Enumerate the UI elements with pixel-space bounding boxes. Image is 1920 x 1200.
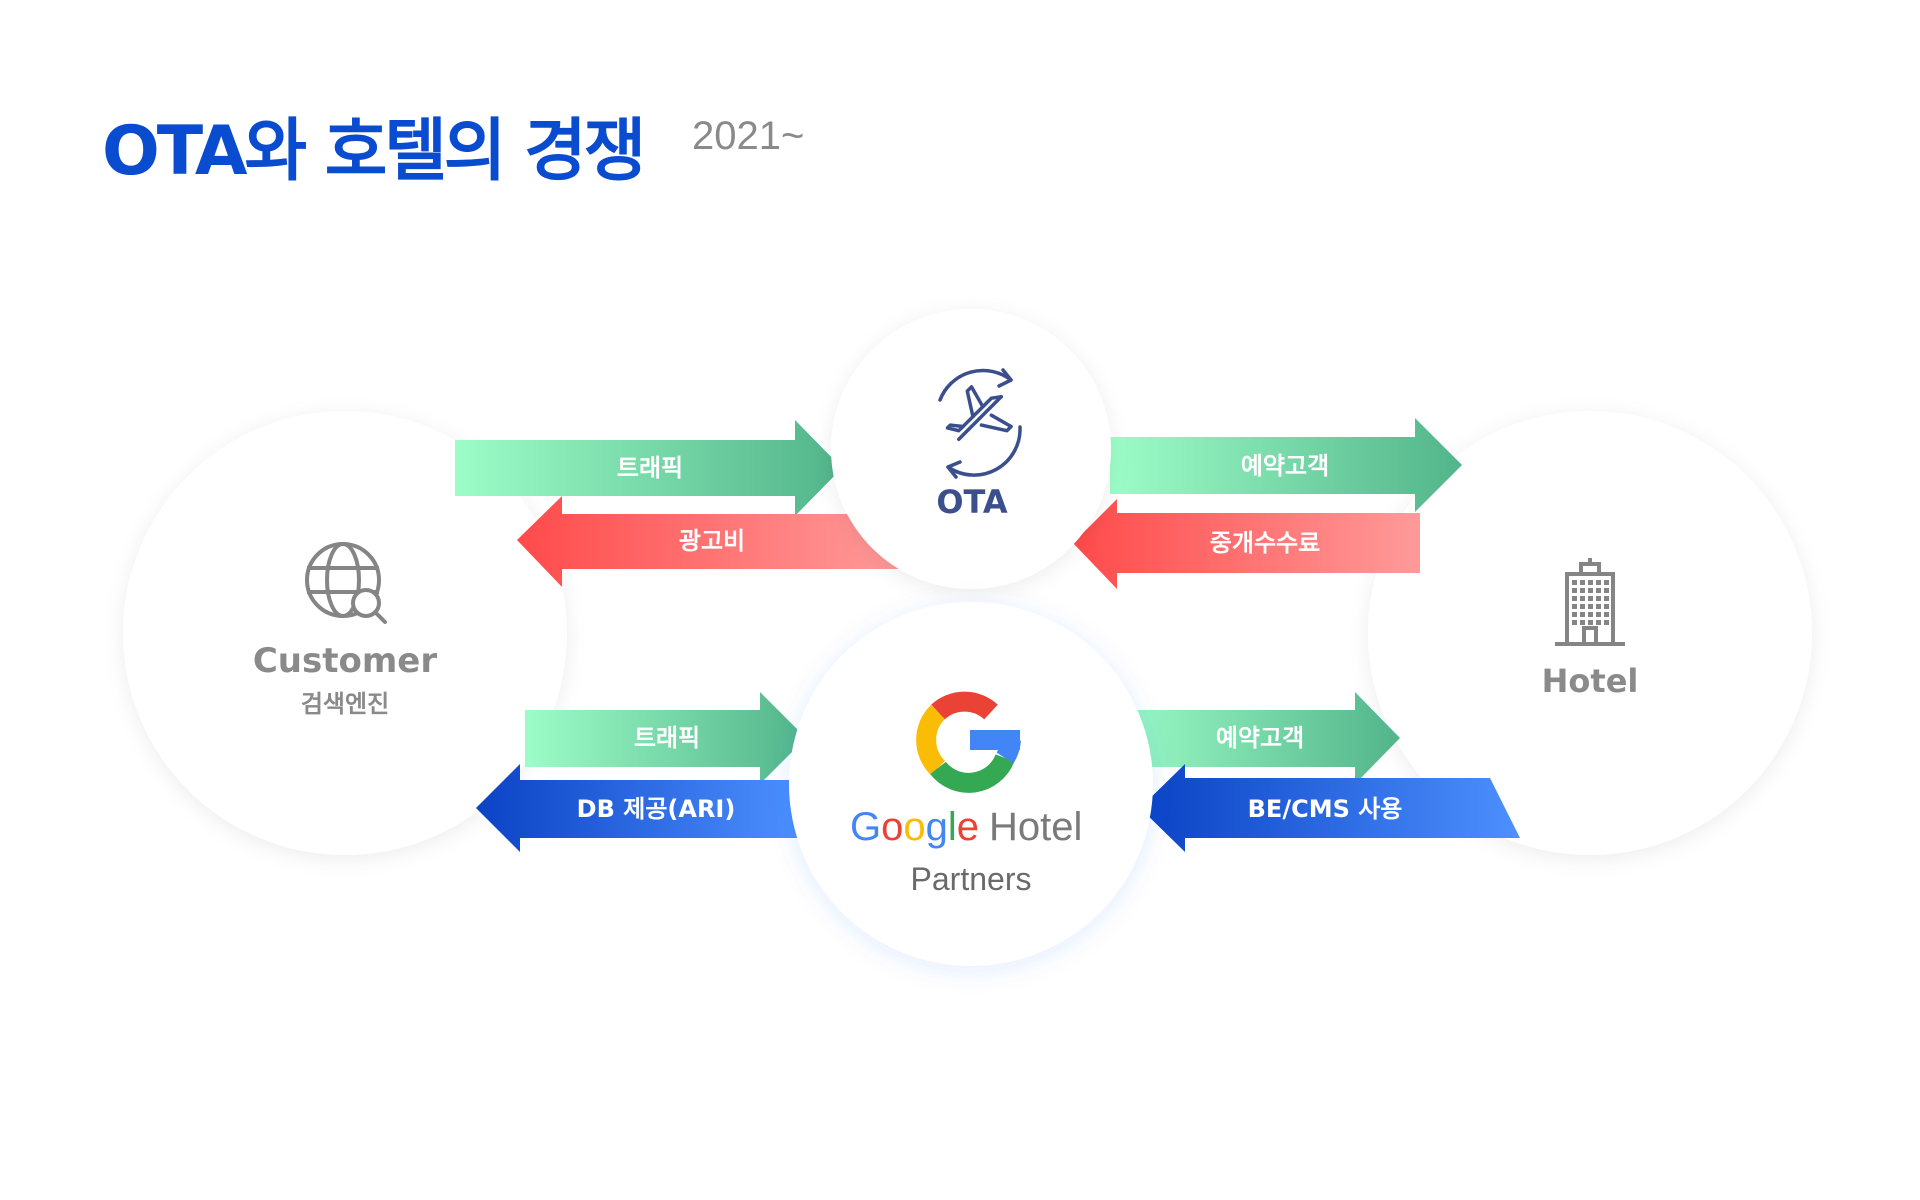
ota-label: OTA bbox=[936, 483, 1008, 521]
edge-label: 트래픽 bbox=[617, 454, 683, 482]
edge-hotel-to-ota: 중개수수료 bbox=[1073, 499, 1420, 589]
google-letter: e bbox=[957, 805, 979, 849]
building-window bbox=[1580, 580, 1585, 585]
customer-label: Customer bbox=[253, 641, 437, 681]
page-title: OTA와 호텔의 경쟁 bbox=[102, 112, 646, 191]
building-window bbox=[1588, 580, 1593, 585]
building-window bbox=[1604, 612, 1609, 617]
edge-customer-to-google: 트래픽 bbox=[525, 692, 806, 784]
building-window bbox=[1572, 596, 1577, 601]
building-window bbox=[1596, 620, 1601, 625]
google-letter: o bbox=[903, 805, 925, 849]
edge-label: DB 제공(ARI) bbox=[577, 795, 736, 823]
edge-google-to-hotel: 예약고객 bbox=[1110, 692, 1400, 784]
building-window bbox=[1588, 588, 1593, 593]
google-letter: l bbox=[948, 805, 957, 849]
building-window bbox=[1604, 604, 1609, 609]
building-window bbox=[1588, 620, 1593, 625]
hotel-label: Hotel bbox=[1542, 662, 1639, 700]
edge-google-to-customer: DB 제공(ARI) bbox=[476, 764, 800, 852]
edge-ota-to-hotel: 예약고객 bbox=[1110, 418, 1462, 512]
google-wordmark: Google bbox=[850, 805, 979, 849]
building-window bbox=[1572, 588, 1577, 593]
building-window bbox=[1604, 580, 1609, 585]
google-g-icon bbox=[916, 691, 1021, 793]
building-window bbox=[1572, 604, 1577, 609]
building-window bbox=[1580, 620, 1585, 625]
building-window bbox=[1596, 580, 1601, 585]
page-period: 2021~ bbox=[692, 114, 805, 158]
building-window bbox=[1588, 612, 1593, 617]
building-window bbox=[1604, 620, 1609, 625]
ota-node bbox=[831, 309, 1111, 589]
building-window bbox=[1596, 612, 1601, 617]
customer-node bbox=[123, 411, 567, 855]
building-window bbox=[1604, 596, 1609, 601]
building-window bbox=[1580, 596, 1585, 601]
building-window bbox=[1580, 612, 1585, 617]
building-windows bbox=[1572, 580, 1609, 625]
edge-customer-to-ota: 트래픽 bbox=[455, 420, 842, 516]
building-window bbox=[1580, 588, 1585, 593]
building-window bbox=[1604, 588, 1609, 593]
building-window bbox=[1596, 604, 1601, 609]
google-label-suffix: Hotel bbox=[989, 805, 1082, 849]
building-window bbox=[1572, 612, 1577, 617]
building-window bbox=[1572, 580, 1577, 585]
edge-hotel-to-google: BE/CMS 사용 bbox=[1140, 764, 1520, 852]
building-window bbox=[1596, 588, 1601, 593]
building-window bbox=[1572, 620, 1577, 625]
google-label-line2: Partners bbox=[911, 861, 1032, 897]
building-window bbox=[1588, 596, 1593, 601]
edge-label: 광고비 bbox=[679, 527, 745, 555]
hotel-node bbox=[1368, 411, 1812, 855]
building-window bbox=[1588, 604, 1593, 609]
building-icon bbox=[1555, 558, 1625, 646]
google-letter: G bbox=[850, 805, 881, 849]
edge-label: BE/CMS 사용 bbox=[1248, 795, 1403, 823]
edge-label: 트래픽 bbox=[634, 724, 700, 752]
google-letter: g bbox=[926, 805, 948, 849]
edge-label: 중개수수료 bbox=[1210, 529, 1320, 557]
building-window bbox=[1580, 604, 1585, 609]
edge-ota-to-customer: 광고비 bbox=[517, 496, 900, 587]
google-letter: o bbox=[881, 805, 903, 849]
globe-search-icon bbox=[305, 542, 387, 624]
building-window bbox=[1596, 596, 1601, 601]
edge-label: 예약고객 bbox=[1241, 452, 1329, 480]
airplane-cycle-icon bbox=[938, 368, 1022, 479]
edge-label: 예약고객 bbox=[1216, 724, 1304, 752]
customer-sublabel: 검색엔진 bbox=[301, 690, 389, 718]
